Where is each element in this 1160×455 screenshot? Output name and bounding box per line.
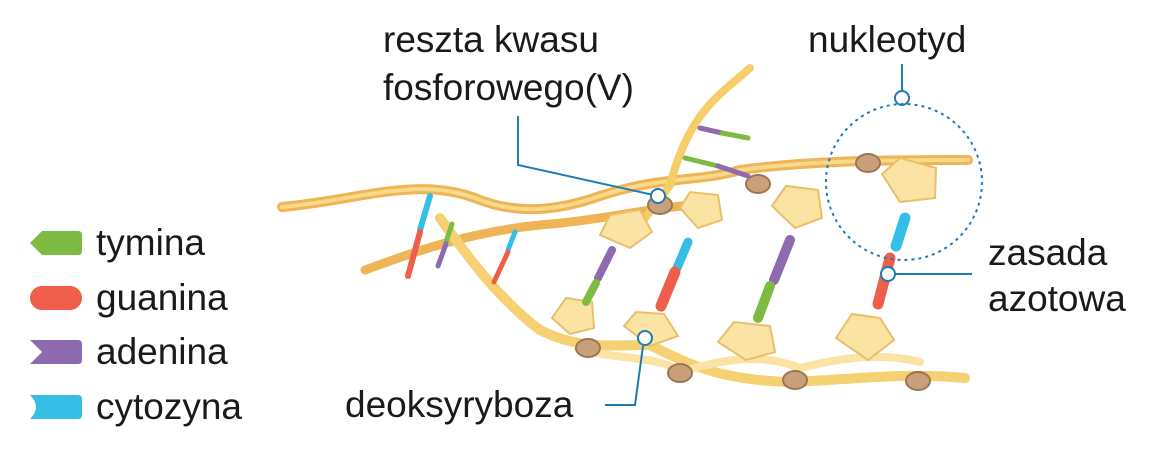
callout-phosphate-line — [517, 116, 659, 197]
sugar-upper-2 — [678, 190, 724, 230]
nucleotide-dashed-circle — [825, 103, 983, 261]
label-phosphate-line1: reszta kwasu — [383, 19, 599, 60]
base-guanine-3 — [405, 229, 423, 279]
sugar-lower-4 — [834, 312, 896, 362]
label-base-line1: zasada — [988, 232, 1108, 273]
legend-item-guanine: guanina — [28, 278, 228, 318]
base-thymine-6 — [682, 155, 721, 169]
backbone-strand-lower — [435, 213, 970, 388]
base-guanine-4 — [491, 249, 511, 285]
phosphate-groups — [575, 153, 931, 391]
base-adenine-5 — [697, 125, 725, 136]
sugar-lower-3 — [716, 320, 777, 362]
deoxyribose-sugars — [550, 156, 938, 362]
adenine-icon — [30, 340, 82, 364]
cytosine-icon — [30, 395, 82, 419]
callout-deoxyribose-line — [605, 345, 644, 406]
base-cytosine-4 — [505, 229, 518, 253]
label-deoxyribose: deoksyryboza — [345, 384, 574, 425]
phosphate-2 — [745, 174, 771, 194]
callout-base-dot — [880, 266, 896, 282]
label-phosphate-line2: fosforowego(V) — [383, 67, 634, 108]
base-guanine-1 — [655, 266, 681, 312]
base-thymine-2 — [753, 281, 775, 323]
thymine-icon — [30, 231, 82, 255]
base-adenine-6 — [715, 163, 751, 179]
legend-label-adenine: adenina — [96, 331, 228, 372]
base-adenine-3 — [435, 241, 449, 269]
base-cytosine-1 — [672, 237, 693, 273]
phosphate-7 — [905, 371, 931, 391]
base-cytosine-2 — [890, 212, 911, 252]
phosphate-6 — [782, 370, 808, 390]
base-pairs — [405, 125, 911, 323]
sugar-upper-4 — [880, 156, 938, 204]
phosphate-4 — [575, 338, 601, 358]
legend-item-adenine: adenina — [28, 332, 228, 372]
phosphate-5 — [667, 363, 693, 383]
legend-item-cytosine: cytozyna — [28, 387, 242, 427]
base-cytosine-3 — [417, 193, 433, 233]
base-adenine-1 — [594, 246, 616, 282]
label-base-line2: azotowa — [988, 278, 1126, 319]
legend-item-thymine: tymina — [28, 223, 205, 263]
callout-nucleotide-dot — [894, 90, 910, 106]
callouts — [517, 64, 983, 406]
legend-label-guanine: guanina — [96, 277, 228, 318]
base-guanine-2 — [872, 252, 896, 310]
sugar-upper-1 — [598, 208, 654, 250]
legend-label-cytosine: cytozyna — [96, 386, 243, 427]
base-thymine-5 — [719, 130, 751, 141]
callout-phosphate-dot — [650, 188, 666, 204]
sugar-upper-3 — [770, 184, 824, 230]
backbone-strand-upper-inner — [280, 158, 970, 212]
phosphate-3 — [855, 153, 881, 173]
guanine-icon — [30, 286, 82, 310]
base-adenine-2 — [769, 235, 795, 285]
base-thymine-1 — [582, 279, 600, 306]
label-nucleotide: nukleotyd — [808, 19, 967, 60]
base-thymine-3 — [443, 221, 455, 245]
callout-deoxyribose-dot — [637, 330, 653, 346]
sugar-lower-1 — [550, 296, 596, 336]
legend-label-thymine: tymina — [96, 222, 205, 263]
